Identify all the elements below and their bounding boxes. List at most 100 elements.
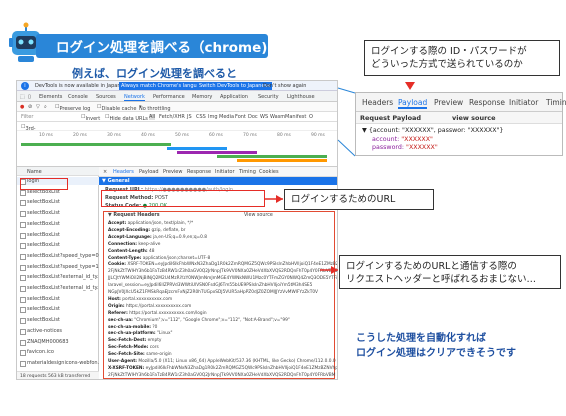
record-icon[interactable]: ● [20,104,25,110]
tab-console[interactable]: Console [68,94,88,100]
disable-cache-checkbox[interactable]: ☐ Disable cache [97,104,137,112]
request-header-row: 2FjNkZtTWlHY3h6b1FaTzB4RW1rZ3h0aGV0Q2JrN… [108,372,336,378]
request-row[interactable]: selectBoxList [17,198,99,207]
inspect-icon[interactable]: ⬚ [20,94,25,100]
close-icon[interactable]: × [103,169,108,175]
search-icon[interactable]: ⌕ [44,104,47,110]
tab-memory[interactable]: Memory [192,94,213,100]
payload-view-source[interactable]: view source [452,114,496,122]
ptab-headers[interactable]: Headers [362,98,394,107]
general-section-header[interactable]: ▼ General [99,177,337,185]
filter-icon[interactable]: ▽ [36,104,40,110]
infobar-message: DevTools is now available in Japanese! [35,83,132,89]
request-header-row: Sec-Fetch-Site: same-origin [108,352,172,358]
request-headers-label[interactable]: ▼ Request Headers [108,213,160,218]
network-toolbar: ● ⊘ ▽ ⌕ ☐ Preserve log ☐ Disable cache N… [17,102,337,112]
timeline-bar [217,155,327,158]
request-row[interactable]: selectBoxList?speed_type=1 [17,263,99,271]
payload-object-line[interactable]: ▼ {account: "XXXXXX", passwor: "XXXXXX"} [362,127,504,134]
filter-ws[interactable]: WS [260,114,269,120]
devtools-tabs: ⬚ ▯ Elements Console Sources Network Per… [17,91,337,102]
request-row[interactable]: selectBoxList?external_id_ty... [17,284,99,293]
request-payload-label[interactable]: Request Payload [360,114,422,122]
request-row[interactable]: favicon.ico [17,348,99,357]
request-row[interactable]: active-notices [17,327,99,335]
tab-security[interactable]: Security [258,94,279,100]
request-header-row: User-Agent: Mozilla/5.0 (X11; Linux x86_… [108,359,337,364]
tab-elements[interactable]: Elements [39,94,63,100]
payload-tabs: Headers Payload Preview Response Initiat… [356,93,566,112]
filter-input[interactable]: Filter [21,114,34,120]
invert-checkbox[interactable]: ☐ Invert [81,114,101,122]
ptab-timing[interactable]: Timing [546,98,566,107]
tab-payload[interactable]: Payload [139,169,159,175]
tab-lighthouse[interactable]: Lighthouse [287,94,315,100]
request-row[interactable]: selectBoxList [17,231,99,239]
always-match-button[interactable]: Always match Chrome's language [119,82,208,90]
dont-show-button[interactable]: Don't show again [263,83,307,89]
filter-img[interactable]: Img [208,114,218,120]
language-infobar: i DevTools is now available in Japanese!… [17,81,337,91]
request-payload-header: Request Payload view source [356,112,562,124]
tab-initiator[interactable]: Initiator [215,169,235,175]
timeline-tick: 20 ms [73,133,87,138]
tab-sources[interactable]: Sources [96,94,116,100]
filter-all[interactable]: All [149,114,156,120]
request-list-header: Name [17,167,99,176]
tab-network[interactable]: Network [124,94,145,101]
hide-data-urls-checkbox[interactable]: ☐ Hide data URLs [105,114,148,122]
url-callout: ログインするためのURL [284,189,434,210]
timeline-bar [167,147,227,150]
clear-icon[interactable]: ⊘ [28,104,33,110]
device-icon[interactable]: ▯ [28,94,31,100]
request-row[interactable]: selectBoxList [17,220,99,228]
filter-wasm[interactable]: Wasm [270,114,286,120]
tab-cookies[interactable]: Cookies [259,169,279,175]
request-row[interactable]: ZNAQMH000683 [17,338,99,346]
request-row[interactable]: selectBoxList [17,209,99,218]
throttling-select[interactable]: No throttling ▾ [139,104,171,112]
request-row[interactable]: selectBoxList?external_id_ty... [17,273,99,282]
view-source-link[interactable]: View source [244,213,273,218]
request-row[interactable]: selectBoxList [17,241,99,250]
request-row[interactable]: selectBoxList [17,305,99,314]
preserve-log-checkbox[interactable]: ☐ Preserve log [55,104,91,112]
request-row[interactable]: selectBoxList [17,188,99,196]
request-row[interactable]: selectBoxList?speed_type=0 [17,252,99,261]
ptab-response[interactable]: Response [469,98,506,107]
timeline-tick: 80 ms [277,133,291,138]
filter-manifest[interactable]: Manifest [285,114,307,120]
tab-performance[interactable]: Performance [153,94,185,100]
filter-css[interactable]: CSS [196,114,206,120]
switch-japanese-button[interactable]: Switch DevTools to Japanese [197,82,273,90]
request-row[interactable]: selectBoxList [17,316,99,325]
ptab-preview[interactable]: Preview [434,98,464,107]
filter-fetch[interactable]: Fetch/XHR [159,114,185,120]
ptab-payload[interactable]: Payload [398,98,428,109]
headers-callout: ログインするためのURLと通信する際の リクエストヘッダーと呼ばれるおまじない… [339,255,561,289]
request-row[interactable]: materialdesignicons-webfon... [17,359,99,368]
tab-headers[interactable]: Headers [113,169,134,175]
ptab-initiator[interactable]: Initiator [509,98,539,107]
request-header-row: 2FjNkZtTWlHY3h6b1FaTzB4RW1rZ3h0aGV0Q2JrN… [108,269,338,275]
request-header-row: Referer: https://portal.xxxxxxxxxx.com/l… [108,310,207,316]
timeline-tick: 10 ms [39,133,53,138]
filter-media[interactable]: Media [219,114,235,120]
request-header-row: Content-Length: 48 [108,248,155,254]
request-row[interactable]: selectBoxList [17,295,99,303]
request-summary: 18 requests 563 kB transferred [17,371,99,379]
filter-other[interactable]: O [309,114,313,120]
tab-timing[interactable]: Timing [239,169,256,175]
down-arrow-icon [405,82,415,90]
filter-font[interactable]: Font [235,114,246,120]
request-url-highlight [101,190,265,207]
filter-js[interactable]: JS [187,114,192,120]
tab-application[interactable]: Application [220,94,248,100]
request-header-row: Sec-Fetch-Dest: empty [108,338,162,344]
tab-preview[interactable]: Preview [163,169,183,175]
request-header-row: Content-Type: application/json;charset=U… [108,255,211,261]
filter-doc[interactable]: Doc [248,114,258,120]
tab-response[interactable]: Response [187,169,212,175]
filter-row: Filter ☐ Invert ☐ Hide data URLs All Fet… [17,112,337,122]
